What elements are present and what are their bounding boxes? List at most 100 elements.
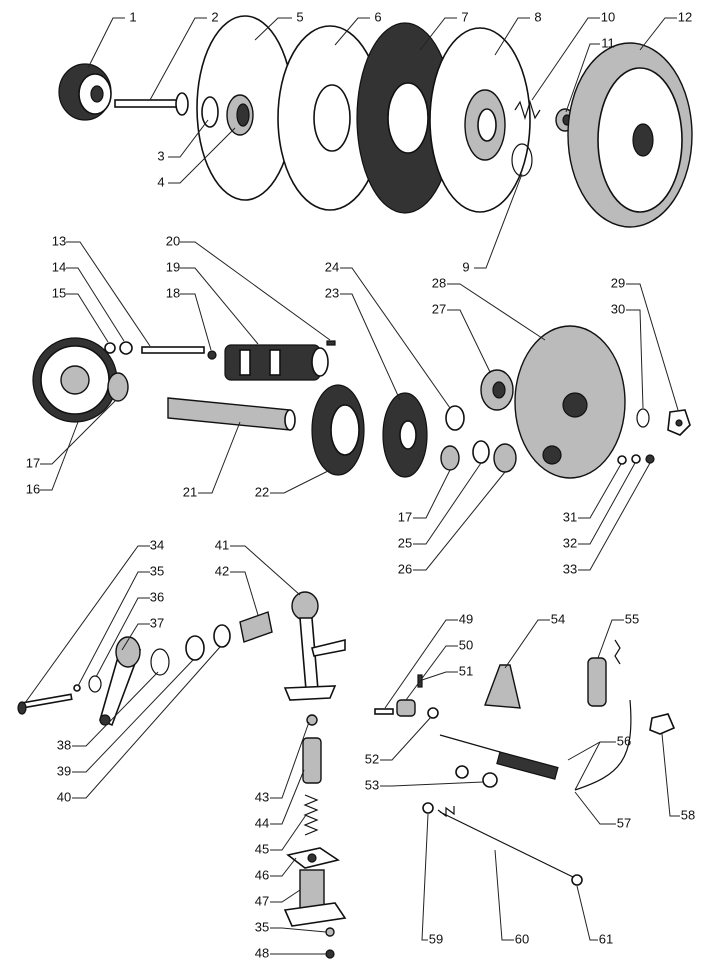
part-label-18: 18 <box>166 285 180 300</box>
part-12-clutch-drum <box>567 42 693 228</box>
part-60-spring <box>437 806 576 879</box>
part-46-gasket <box>286 847 340 869</box>
leader-line-26 <box>413 471 506 571</box>
part-label-37: 37 <box>150 615 164 630</box>
leader-line-36 <box>95 597 150 678</box>
part-32-washer <box>631 454 641 464</box>
part-48-nut <box>325 949 335 959</box>
part-label-25: 25 <box>398 535 412 550</box>
part-label-42: 42 <box>215 563 229 578</box>
leader-line-49 <box>384 619 458 709</box>
leader-line-2 <box>149 17 207 101</box>
leader-line-34 <box>24 545 150 704</box>
part-37-lever <box>99 636 142 727</box>
part-14-washer <box>119 341 133 355</box>
part-4-bushing <box>226 94 254 136</box>
part-label-33: 33 <box>563 561 577 576</box>
part-22-double-gear <box>311 384 365 476</box>
part-34-bolt <box>17 693 73 715</box>
leader-line-42 <box>230 571 259 616</box>
part-label-26: 26 <box>398 561 412 576</box>
part-6-plate <box>277 25 383 211</box>
leader-line-37 <box>121 623 150 651</box>
part-54-cone <box>484 664 521 709</box>
leader-line-60 <box>494 849 514 941</box>
leader-line-20 <box>180 241 331 341</box>
part-52-washer <box>427 707 439 719</box>
part-10-spring <box>514 99 541 121</box>
part-label-24: 24 <box>325 259 339 274</box>
leader-line-61 <box>576 885 598 941</box>
part-43-ball <box>306 714 318 726</box>
part-21-shaft <box>167 397 296 431</box>
part-label-2: 2 <box>211 9 218 24</box>
part-label-58: 58 <box>681 807 695 822</box>
part-label-57: 57 <box>617 815 631 830</box>
leader-line-24 <box>340 267 451 409</box>
part-label-44: 44 <box>255 815 269 830</box>
part-8-pressure-plate <box>429 27 531 213</box>
part-59-washer <box>422 802 434 814</box>
part-39-washer <box>185 635 205 661</box>
part-28-cover <box>514 325 626 479</box>
part-label-4: 4 <box>157 174 164 189</box>
part-30-circlip <box>636 408 650 428</box>
leader-line-18 <box>180 293 212 351</box>
part-49-screw <box>374 708 394 715</box>
leader-line-44 <box>270 769 305 825</box>
leader-line-51 <box>421 671 458 681</box>
part-label-43: 43 <box>255 789 269 804</box>
leader-line-10 <box>531 17 600 101</box>
leader-line-1 <box>87 17 125 69</box>
part-label-17: 17 <box>398 509 412 524</box>
leader-line-46 <box>270 857 297 877</box>
part-label-19: 19 <box>166 259 180 274</box>
part-19-cluster-gear <box>224 344 329 381</box>
part-44-sleeve <box>302 737 322 784</box>
part-label-1: 1 <box>129 9 136 24</box>
leader-line-43 <box>270 721 310 799</box>
part-label-56: 56 <box>617 733 631 748</box>
leader-line-35 <box>270 927 327 933</box>
part-label-15: 15 <box>52 285 66 300</box>
part-56-cable-adjuster <box>439 734 559 780</box>
leader-line-5 <box>254 17 292 41</box>
leader-line-16 <box>40 421 79 491</box>
part-53-nut <box>482 772 498 788</box>
part-label-27: 27 <box>432 301 446 316</box>
leader-line-31 <box>578 463 622 519</box>
part-label-48: 48 <box>255 945 269 960</box>
leader-line-32 <box>578 462 636 545</box>
leader-line-29 <box>626 283 679 411</box>
leader-line-25 <box>413 462 482 545</box>
part-label-61: 61 <box>599 931 613 946</box>
part-label-53: 53 <box>365 777 379 792</box>
leader-line-17 <box>413 469 451 519</box>
part-label-17: 17 <box>26 455 40 470</box>
part-label-39: 39 <box>57 763 71 778</box>
part-label-6: 6 <box>374 9 381 24</box>
part-33-nut <box>645 454 655 464</box>
part-label-5: 5 <box>296 9 303 24</box>
part-55-grip <box>587 639 621 707</box>
leader-line-58 <box>661 733 680 817</box>
part-17-bushing-b <box>440 445 460 471</box>
part-label-54: 54 <box>551 611 565 626</box>
part-label-31: 31 <box>563 509 577 524</box>
part-label-52: 52 <box>365 751 379 766</box>
part-36-ring <box>88 675 102 693</box>
leader-line-55 <box>597 619 624 659</box>
part-1-gear-hub <box>58 63 112 121</box>
part-label-23: 23 <box>325 285 339 300</box>
leader-line-3 <box>168 119 209 158</box>
part-15-washer <box>104 342 116 354</box>
leader-line-9 <box>474 173 523 269</box>
part-label-35: 35 <box>150 563 164 578</box>
leader-line-14 <box>66 267 125 342</box>
leader-line-33 <box>578 462 651 571</box>
leader-line-57 <box>574 791 616 825</box>
part-26-bushing <box>493 443 517 473</box>
leader-line-50 <box>405 645 458 701</box>
part-label-32: 32 <box>563 535 577 550</box>
part-50-clamp <box>396 699 416 717</box>
